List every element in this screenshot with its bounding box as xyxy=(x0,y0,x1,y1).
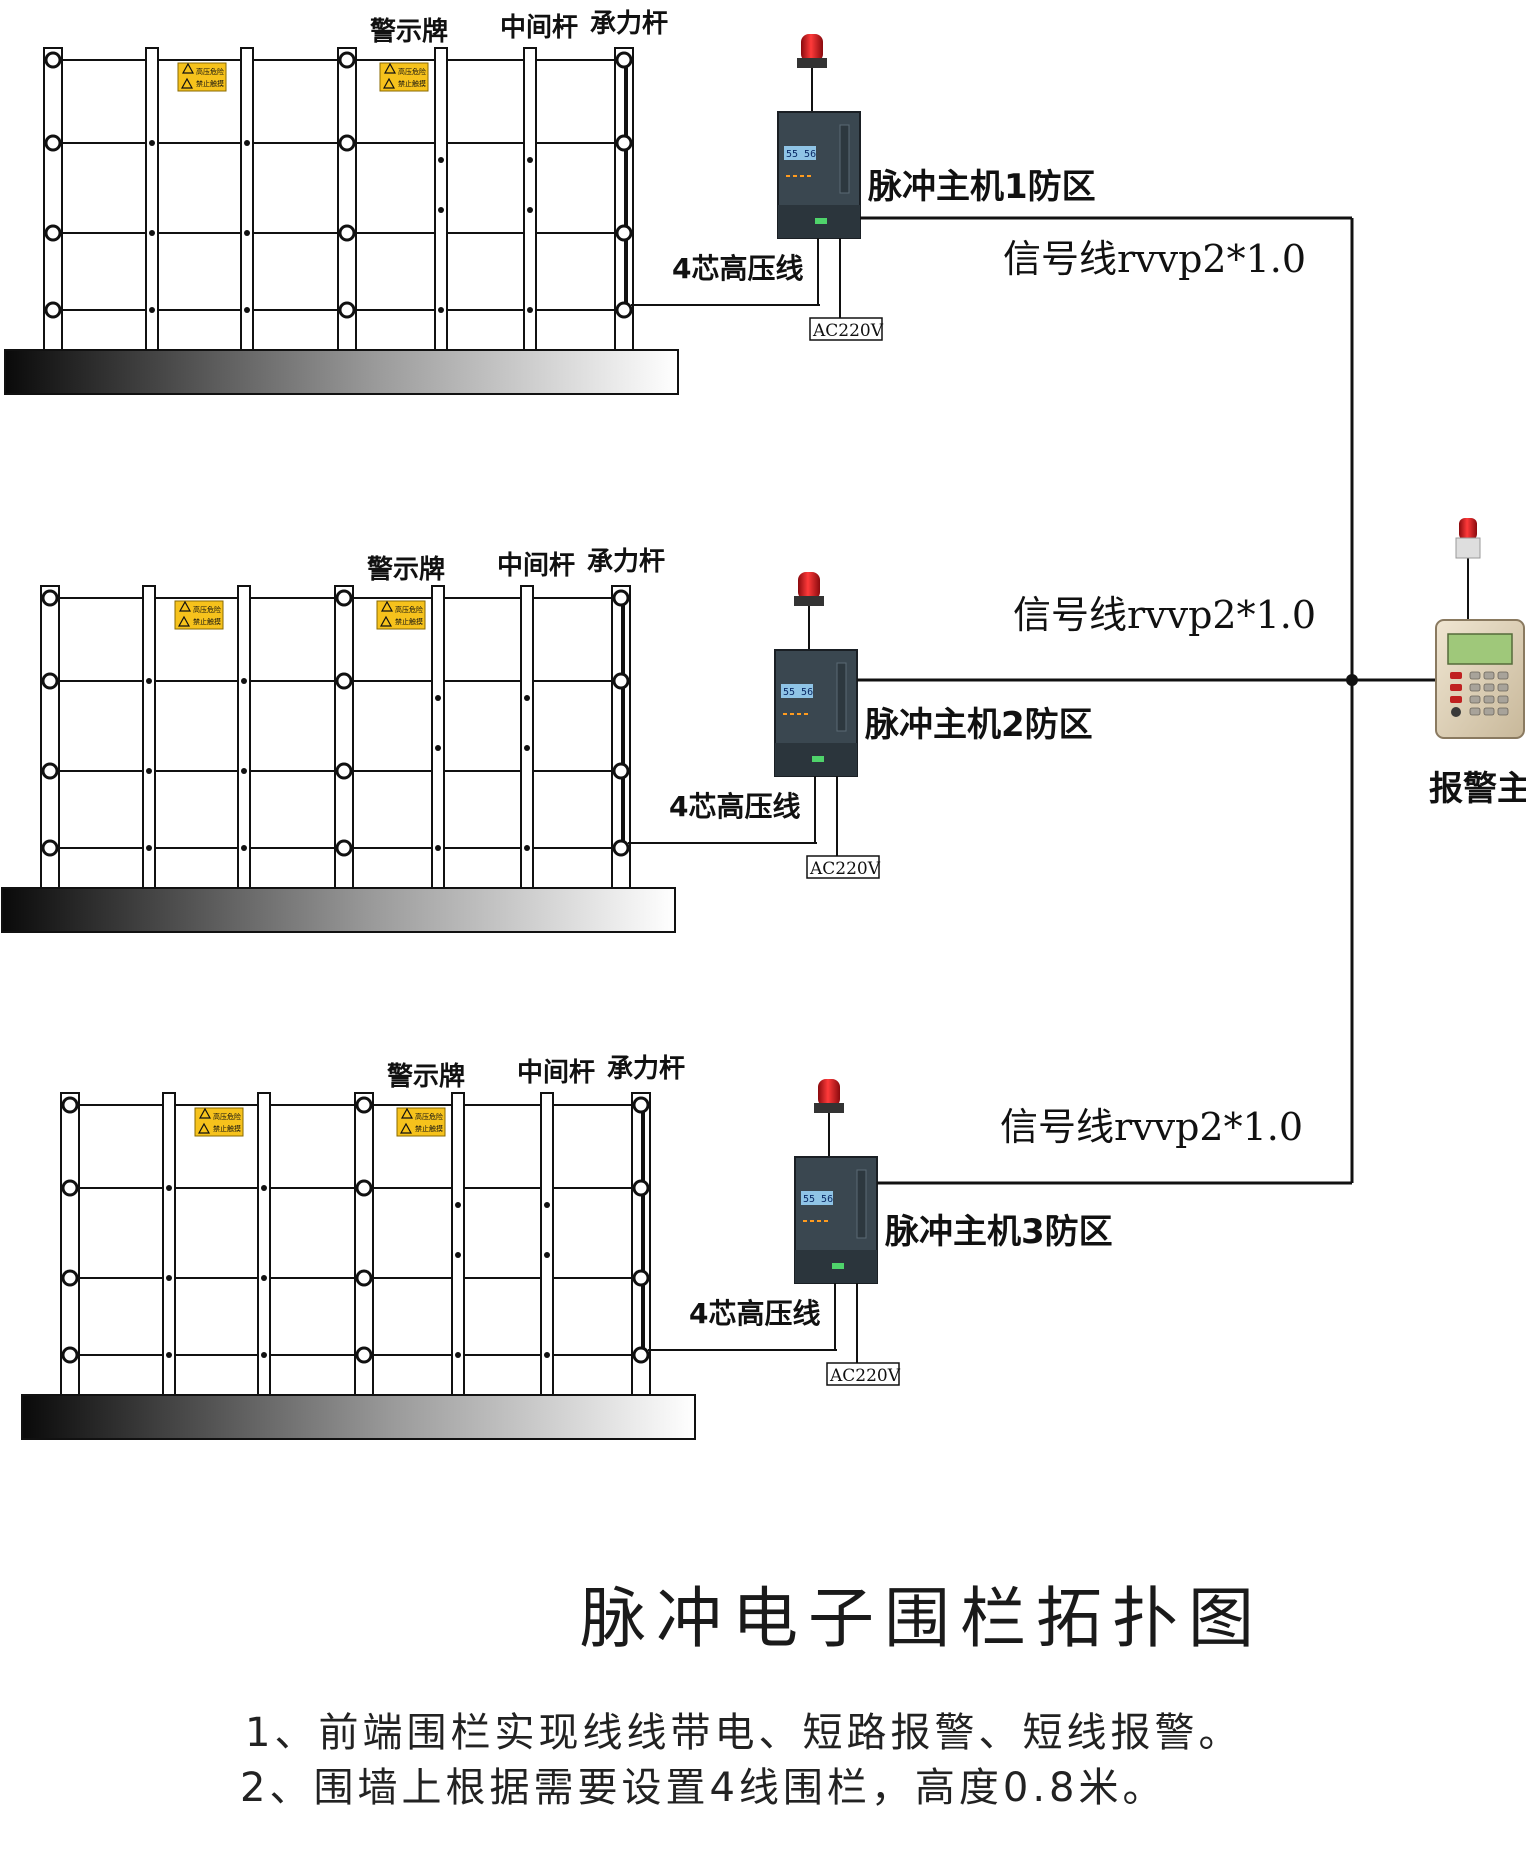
device-display xyxy=(801,1191,833,1205)
pulse-host-device: 55 56 xyxy=(794,1156,878,1284)
hv-cable-label: 4芯高压线 xyxy=(689,1297,820,1330)
device-display xyxy=(784,146,816,160)
power-label: AC220V xyxy=(812,321,884,341)
insulators xyxy=(41,589,630,857)
signal-label: 信号线rvvp2*1.0 xyxy=(1000,1105,1303,1149)
wall-base xyxy=(4,349,679,395)
host-label: 脉冲主机2防区 xyxy=(865,705,1093,745)
note-1: 1、前端围栏实现线线带电、短路报警、短线报警。 xyxy=(245,1710,1243,1756)
warning-sign: 高压危险 禁止触摸 xyxy=(379,62,429,92)
sign-text-1: 高压危险 xyxy=(415,1112,443,1121)
signal-label: 信号线rvvp2*1.0 xyxy=(1003,237,1306,281)
warning-triangle-icon xyxy=(383,62,397,74)
stress-pole-label: 承力杆 xyxy=(590,9,668,39)
diagram-title: 脉冲电子围栏拓扑图 xyxy=(580,1580,1264,1657)
alarm-host-device xyxy=(1435,518,1525,739)
warning-sign: 高压危险 禁止触摸 xyxy=(174,600,224,630)
sign-text-1: 高压危险 xyxy=(196,67,224,76)
sign-text-2: 禁止触摸 xyxy=(395,617,423,626)
fence-zone-1: 高压危险 禁止触摸 高压危险 禁止触摸 警示牌 中间杆 承力杆 4芯高压线 55… xyxy=(4,9,1352,395)
warning-triangle-icon xyxy=(198,1107,212,1119)
warning-triangle-icon xyxy=(380,600,394,612)
warning-lamp-icon xyxy=(794,572,824,650)
warning-triangle-icon xyxy=(181,62,195,74)
power-label-box xyxy=(806,855,880,879)
pulse-host-device: 55 56 xyxy=(777,111,861,239)
sign-text-2: 禁止触摸 xyxy=(398,79,426,88)
insulators xyxy=(61,1096,650,1364)
signal-bus xyxy=(1346,218,1438,1183)
wire-clips xyxy=(146,678,530,851)
power-label: AC220V xyxy=(809,859,881,879)
middle-pole-label: 中间杆 xyxy=(500,13,578,43)
fence-poles xyxy=(40,585,631,889)
hv-cable-label: 4芯高压线 xyxy=(672,252,803,285)
host-label: 脉冲主机1防区 xyxy=(868,167,1096,207)
wall-base xyxy=(1,887,676,933)
fence-poles xyxy=(60,1092,651,1396)
note-2: 2、围墙上根据需要设置4线围栏，高度0.8米。 xyxy=(240,1765,1167,1811)
stress-pole-label: 承力杆 xyxy=(607,1054,685,1084)
warning-sign-label: 警示牌 xyxy=(387,1061,465,1092)
middle-pole-label: 中间杆 xyxy=(517,1058,595,1088)
alarm-host-screen xyxy=(1447,633,1513,665)
warning-sign-label: 警示牌 xyxy=(370,16,448,47)
pulse-host-device: 55 56 xyxy=(774,649,858,777)
wall-base xyxy=(21,1394,696,1440)
display-text: 55 56 xyxy=(786,149,816,160)
display-text: 55 56 xyxy=(803,1194,833,1205)
device-display xyxy=(781,684,813,698)
warning-triangle-icon xyxy=(178,600,192,612)
hv-cable-label: 4芯高压线 xyxy=(669,790,800,823)
middle-pole-label: 中间杆 xyxy=(497,551,575,581)
fence-zone-2: 高压危险 禁止触摸 高压危险 禁止触摸 警示牌 中间杆 承力杆 4芯高压线 55… xyxy=(1,547,1352,933)
sign-text-2: 禁止触摸 xyxy=(213,1124,241,1133)
sign-text-1: 高压危险 xyxy=(398,67,426,76)
warning-sign: 高压危险 禁止触摸 xyxy=(194,1107,244,1137)
power-label: AC220V xyxy=(829,1366,901,1386)
display-text: 55 56 xyxy=(783,687,813,698)
warning-lamp-icon xyxy=(814,1079,844,1157)
wire-clips xyxy=(166,1185,550,1358)
signal-label: 信号线rvvp2*1.0 xyxy=(1013,593,1316,637)
sign-text-2: 禁止触摸 xyxy=(196,79,224,88)
warning-sign: 高压危险 禁止触摸 xyxy=(396,1107,446,1137)
alarm-host-label: 报警主机 xyxy=(1429,769,1526,809)
sign-text-1: 高压危险 xyxy=(193,605,221,614)
warning-triangle-icon xyxy=(400,1107,414,1119)
fence-poles xyxy=(43,47,634,351)
keypad-icon xyxy=(1469,671,1509,716)
host-label: 脉冲主机3防区 xyxy=(885,1212,1113,1252)
warning-sign: 高压危险 禁止触摸 xyxy=(376,600,426,630)
insulators xyxy=(44,51,633,319)
power-label-box xyxy=(826,1362,900,1386)
sign-text-1: 高压危险 xyxy=(213,1112,241,1121)
stress-pole-label: 承力杆 xyxy=(587,547,665,577)
warning-sign: 高压危险 禁止触摸 xyxy=(177,62,227,92)
warning-lamp-icon xyxy=(1455,518,1481,620)
sign-text-2: 禁止触摸 xyxy=(415,1124,443,1133)
wire-clips xyxy=(149,140,533,313)
power-label-box xyxy=(809,317,883,341)
sign-text-2: 禁止触摸 xyxy=(193,617,221,626)
warning-lamp-icon xyxy=(797,34,827,112)
sign-text-1: 高压危险 xyxy=(395,605,423,614)
fence-zone-3: 高压危险 禁止触摸 高压危险 禁止触摸 警示牌 中间杆 承力杆 4芯高压线 55… xyxy=(21,1054,1352,1440)
warning-sign-label: 警示牌 xyxy=(367,554,445,585)
